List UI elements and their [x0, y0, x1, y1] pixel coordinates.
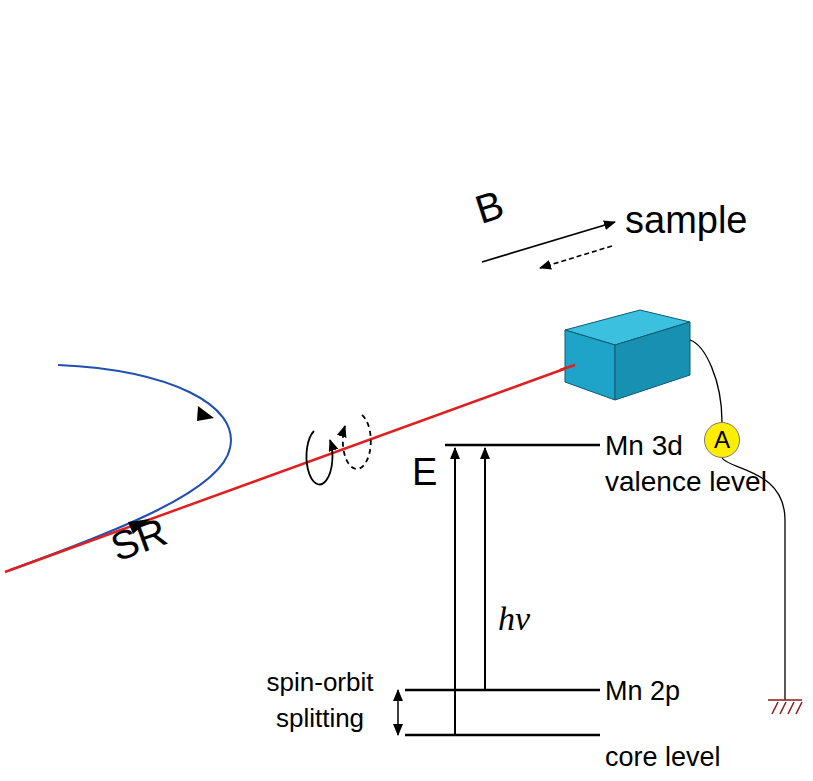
polarization-loop-dashed — [343, 415, 371, 469]
core-level-lower — [405, 734, 600, 737]
beam-label: SR — [105, 509, 172, 569]
ammeter-symbol: A — [714, 428, 730, 452]
photon-energy-label: hν — [498, 600, 530, 637]
electron-orbit — [10, 365, 231, 570]
sample-block — [565, 310, 690, 400]
transition-arrow — [454, 448, 456, 735]
field-arrow-dashed — [540, 246, 612, 268]
ammeter-circle: A — [704, 422, 740, 458]
orbit-arrow — [197, 406, 214, 421]
ground-symbol — [768, 700, 802, 714]
splitting-arrow — [397, 690, 399, 735]
field-label: B — [470, 182, 509, 232]
valence-level — [445, 444, 600, 447]
level-label: Mn 2p core level — [605, 658, 735, 781]
beam-end — [560, 365, 575, 370]
sample-label: sample — [625, 200, 748, 242]
polarization-loop — [306, 431, 332, 484]
splitting-label: spin-orbit splitting — [250, 664, 390, 736]
x-ray-beam — [5, 365, 575, 572]
wire — [690, 340, 722, 422]
level-label: Mn 3d valence level — [605, 428, 785, 500]
transition-arrow — [484, 448, 486, 690]
energy-axis-label: E — [412, 452, 437, 494]
field-arrow — [482, 222, 615, 262]
core-level-upper — [405, 689, 600, 692]
polarization-tick — [300, 455, 312, 472]
